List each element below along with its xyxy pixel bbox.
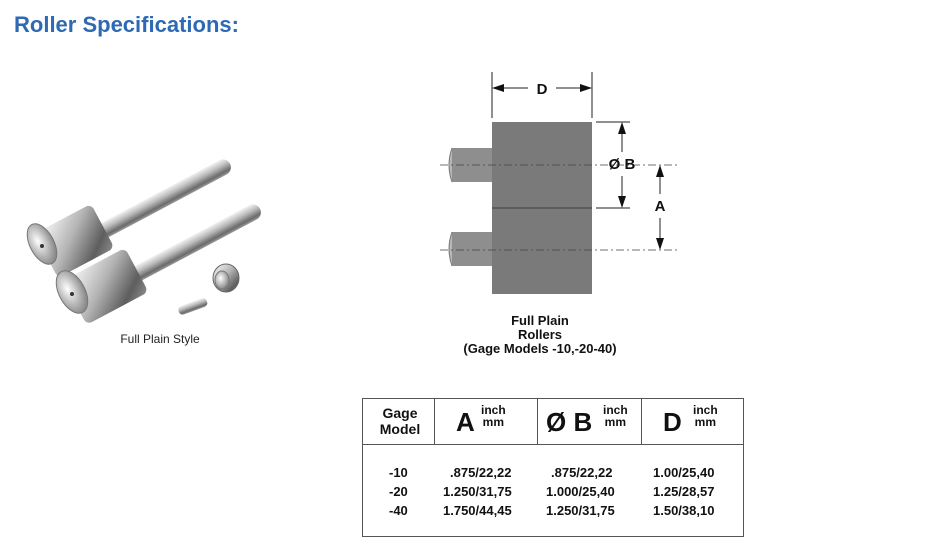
row-1-b: .875/22,22 <box>551 465 613 480</box>
roller-spec-table: Gage Model A inch mm Ø B inch mm D inch … <box>362 398 744 537</box>
header-d-units: inch mm <box>693 403 718 429</box>
dimension-b-label: Ø B <box>609 156 636 173</box>
roller-product-photo <box>26 159 261 323</box>
page-title: Roller Specifications: <box>14 12 239 37</box>
row-3-d: 1.50/38,10 <box>653 503 715 518</box>
dimension-d-label: D <box>537 81 548 98</box>
diagram-caption: Full Plain Rollers (Gage Models -10,-20-… <box>430 314 650 356</box>
roller-dimension-diagram: D Ø B A <box>440 72 680 294</box>
row-3-model: -40 <box>389 503 408 518</box>
diagram-caption-line1: Full Plain <box>511 313 569 328</box>
row-1-d: 1.00/25,40 <box>653 465 715 480</box>
header-a-units: inch mm <box>481 403 506 429</box>
row-2-model: -20 <box>389 484 408 499</box>
diagram-caption-line3: (Gage Models -10,-20-40) <box>463 341 617 356</box>
header-a-symbol: A <box>456 407 475 437</box>
table-header-row <box>363 399 743 445</box>
header-gage-model: Gage Model <box>379 405 421 437</box>
photo-caption: Full Plain Style <box>120 332 200 346</box>
row-2-a: 1.250/31,75 <box>443 484 512 499</box>
row-2-d: 1.25/28,57 <box>653 484 715 499</box>
header-b-symbol: Ø B <box>546 407 593 437</box>
header-b-units: inch mm <box>603 403 628 429</box>
row-1-a: .875/22,22 <box>450 465 512 480</box>
row-3-a: 1.750/44,45 <box>443 503 512 518</box>
row-3-b: 1.250/31,75 <box>546 503 615 518</box>
header-d-symbol: D <box>663 407 682 437</box>
row-2-b: 1.000/25,40 <box>546 484 615 499</box>
row-1-model: -10 <box>389 465 408 480</box>
diagram-caption-line2: Rollers <box>517 327 563 342</box>
dimension-a-label: A <box>655 198 666 215</box>
